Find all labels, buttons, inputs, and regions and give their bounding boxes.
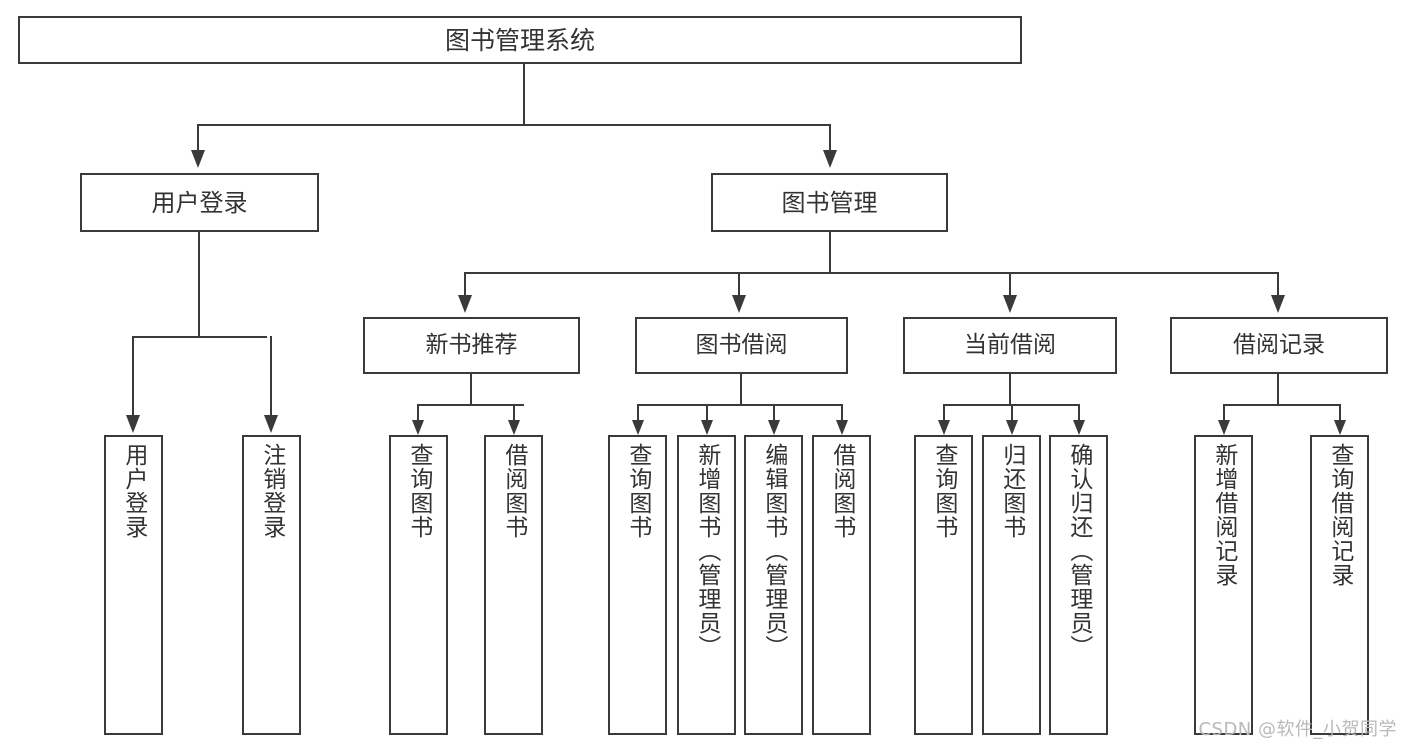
connector-book-borrow-to-leaf-3	[841, 404, 843, 422]
node-label: 新增图书（管理员）	[693, 443, 720, 659]
connector-book-borrow-to-leaf-1	[706, 404, 708, 422]
connector-book-manage-to-book-borrow	[738, 272, 740, 297]
leaf-current-borrow-1[interactable]: 归还图书	[982, 435, 1041, 735]
node-label: 当前借阅	[964, 332, 1056, 358]
connector-borrow-record-to-leaf-0	[1223, 404, 1225, 422]
node-user-login[interactable]: 用户登录	[80, 173, 319, 232]
arrow-new-book-to-leaf-1	[508, 420, 520, 435]
arrow-current-borrow-to-leaf-0	[938, 420, 950, 435]
connector-new-book-to-leaf-0	[417, 404, 419, 422]
connector-current-borrow-to-leaf-1	[1011, 404, 1013, 422]
connector-current-borrow-to-leaf-0	[943, 404, 945, 422]
arrow-borrow-record-to-leaf-0	[1218, 420, 1230, 435]
node-label: 查询借阅记录	[1326, 443, 1353, 587]
connector-user-login-stem	[198, 232, 200, 337]
leaf-user-login-0[interactable]: 用户登录	[104, 435, 163, 735]
connector-new-book-stem	[470, 374, 472, 405]
leaf-borrow-record-0[interactable]: 新增借阅记录	[1194, 435, 1253, 735]
node-label: 查询图书	[930, 443, 957, 539]
leaf-user-login-1[interactable]: 注销登录	[242, 435, 301, 735]
connector-book-manage-to-new-book	[464, 272, 466, 297]
node-label: 编辑图书（管理员）	[760, 443, 787, 659]
arrow-book-borrow-to-leaf-0	[632, 420, 644, 435]
arrow-book-manage-to-current-borrow	[1003, 295, 1017, 313]
watermark: CSDN @软件_小贺同学	[1198, 719, 1397, 740]
connector-borrow-record-bus	[1223, 404, 1341, 406]
node-root-system[interactable]: 图书管理系统	[18, 16, 1022, 64]
connector-root-bus	[197, 124, 831, 126]
node-label: 归还图书	[998, 443, 1025, 539]
connector-user-login-to-leaf-0	[132, 336, 134, 417]
arrow-book-manage-to-book-borrow	[732, 295, 746, 313]
connector-new-book-to-leaf-1	[513, 404, 515, 422]
node-label: 借阅图书	[828, 443, 855, 539]
leaf-book-borrow-0[interactable]: 查询图书	[608, 435, 667, 735]
node-book-manage[interactable]: 图书管理	[711, 173, 948, 232]
leaf-borrow-record-1[interactable]: 查询借阅记录	[1310, 435, 1369, 735]
arrow-new-book-to-leaf-0	[412, 420, 424, 435]
connector-borrow-record-stem	[1277, 374, 1279, 405]
arrow-current-borrow-to-leaf-1	[1006, 420, 1018, 435]
arrow-root-to-book-manage	[823, 150, 837, 168]
node-current-borrow[interactable]: 当前借阅	[903, 317, 1117, 374]
arrow-borrow-record-to-leaf-1	[1334, 420, 1346, 435]
arrow-book-borrow-to-leaf-1	[701, 420, 713, 435]
node-label: 用户登录	[151, 188, 248, 217]
leaf-book-borrow-1[interactable]: 新增图书（管理员）	[677, 435, 736, 735]
node-label: 图书管理	[781, 188, 878, 217]
node-label: 用户登录	[120, 443, 147, 539]
connector-new-book-bus	[417, 404, 524, 406]
connector-book-borrow-to-leaf-0	[637, 404, 639, 422]
connector-current-borrow-to-leaf-2	[1078, 404, 1080, 422]
node-book-borrow[interactable]: 图书借阅	[635, 317, 848, 374]
node-borrow-record[interactable]: 借阅记录	[1170, 317, 1388, 374]
arrow-root-to-user-login	[191, 150, 205, 168]
connector-root-stem	[523, 64, 525, 125]
arrow-book-borrow-to-leaf-2	[768, 420, 780, 435]
connector-root-to-user-login	[197, 124, 199, 152]
node-label: 新书推荐	[425, 332, 518, 358]
connector-book-manage-to-current-borrow	[1009, 272, 1011, 297]
node-label: 图书管理系统	[444, 25, 595, 55]
arrow-user-login-to-leaf-0	[126, 415, 140, 433]
connector-book-manage-stem	[829, 232, 831, 273]
leaf-new-book-recommend-1[interactable]: 借阅图书	[484, 435, 543, 735]
connector-book-borrow-to-leaf-2	[773, 404, 775, 422]
arrow-book-manage-to-borrow-record	[1271, 295, 1285, 313]
connector-borrow-record-to-leaf-1	[1339, 404, 1341, 422]
connector-root-to-book-manage	[829, 124, 831, 152]
node-label: 查询图书	[624, 443, 651, 539]
connector-user-login-bus	[132, 336, 267, 338]
connector-user-login-to-leaf-1	[270, 336, 272, 417]
leaf-current-borrow-0[interactable]: 查询图书	[914, 435, 973, 735]
arrow-user-login-to-leaf-1	[264, 415, 278, 433]
node-label: 图书借阅	[695, 332, 788, 358]
arrow-book-manage-to-new-book	[458, 295, 472, 313]
node-label: 借阅记录	[1233, 332, 1325, 358]
leaf-current-borrow-2[interactable]: 确认归还（管理员）	[1049, 435, 1108, 735]
leaf-new-book-recommend-0[interactable]: 查询图书	[389, 435, 448, 735]
connector-current-borrow-stem	[1009, 374, 1011, 405]
arrow-book-borrow-to-leaf-3	[836, 420, 848, 435]
node-new-book-recommend[interactable]: 新书推荐	[363, 317, 580, 374]
leaf-book-borrow-2[interactable]: 编辑图书（管理员）	[744, 435, 803, 735]
connector-book-borrow-stem	[740, 374, 742, 405]
connector-book-manage-to-borrow-record	[1277, 272, 1279, 297]
node-label: 查询图书	[405, 443, 432, 539]
node-label: 新增借阅记录	[1210, 443, 1237, 587]
node-label: 注销登录	[258, 443, 285, 539]
arrow-current-borrow-to-leaf-2	[1073, 420, 1085, 435]
node-label: 确认归还（管理员）	[1065, 443, 1092, 659]
connector-book-borrow-bus	[637, 404, 843, 406]
leaf-book-borrow-3[interactable]: 借阅图书	[812, 435, 871, 735]
node-label: 借阅图书	[500, 443, 527, 539]
connector-book-manage-bus	[464, 272, 1279, 274]
